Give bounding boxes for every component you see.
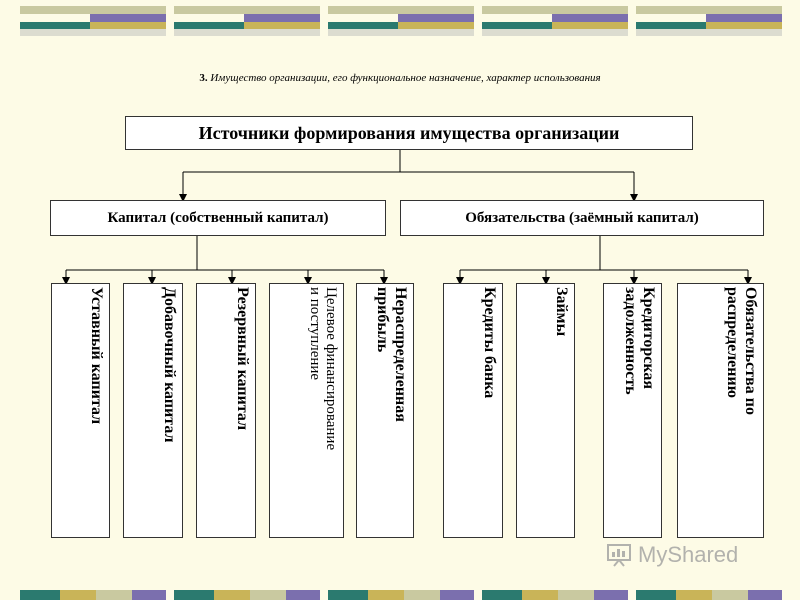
branch-label-liabilities: Обязательства (заёмный капитал) (465, 209, 699, 226)
decor-tile (636, 590, 782, 600)
branch-label-equity: Капитал (собственный капитал) (107, 209, 329, 226)
leaf-label: Нераспределенная прибыль (374, 287, 409, 422)
top-decorative-band (0, 0, 800, 40)
leaf-label: Уставный капитал (88, 287, 105, 425)
decor-tile (482, 590, 628, 600)
leaf-box-accounts-payable: Кредиторская задолженность (603, 283, 662, 538)
presentation-board-icon (607, 544, 631, 567)
branch-box-liabilities: Обязательства (заёмный капитал) (400, 200, 764, 236)
subtitle-text: Имущество организации, его функционально… (210, 72, 601, 84)
leaf-box-authorized-capital: Уставный капитал (51, 283, 110, 538)
leaf-box-retained-earnings: Нераспределенная прибыль (356, 283, 414, 538)
root-box: Источники формирования имущества организ… (125, 116, 693, 150)
decor-tile (20, 590, 166, 600)
leaf-box-reserve-capital: Резервный капитал (196, 283, 256, 538)
decor-tile (636, 6, 782, 36)
leaf-label: Целевое финансирование и поступление (307, 287, 339, 451)
leaf-label: Займы (553, 287, 570, 337)
root-label: Источники формирования имущества организ… (198, 122, 620, 143)
leaf-box-distribution-obligations: Обязательства по распределению (677, 283, 764, 538)
branch-box-equity: Капитал (собственный капитал) (50, 200, 386, 236)
decor-tile (482, 6, 628, 36)
leaf-box-targeted-financing: Целевое финансирование и поступление (269, 283, 344, 538)
leaf-box-additional-capital: Добавочный капитал (123, 283, 183, 538)
watermark-text: MyShared (638, 542, 739, 567)
decor-tile (328, 590, 474, 600)
watermark: MyShared (606, 540, 766, 570)
leaf-box-bank-loans: Кредиты банка (443, 283, 503, 538)
leaf-label: Кредиты банка (481, 287, 498, 399)
leaf-label: Обязательства по распределению (724, 287, 759, 415)
decor-tile (174, 6, 320, 36)
subtitle-number: 3. (199, 72, 208, 84)
leaf-box-borrowings: Займы (516, 283, 575, 538)
slide-subtitle: 3. Имущество организации, его функционал… (0, 72, 800, 84)
bottom-decorative-band (0, 590, 800, 600)
leaf-label: Добавочный капитал (161, 287, 178, 443)
decor-tile (174, 590, 320, 600)
leaf-label: Резервный капитал (234, 287, 251, 431)
decor-tile (20, 6, 166, 36)
decor-tile (328, 6, 474, 36)
leaf-label: Кредиторская задолженность (622, 287, 657, 395)
